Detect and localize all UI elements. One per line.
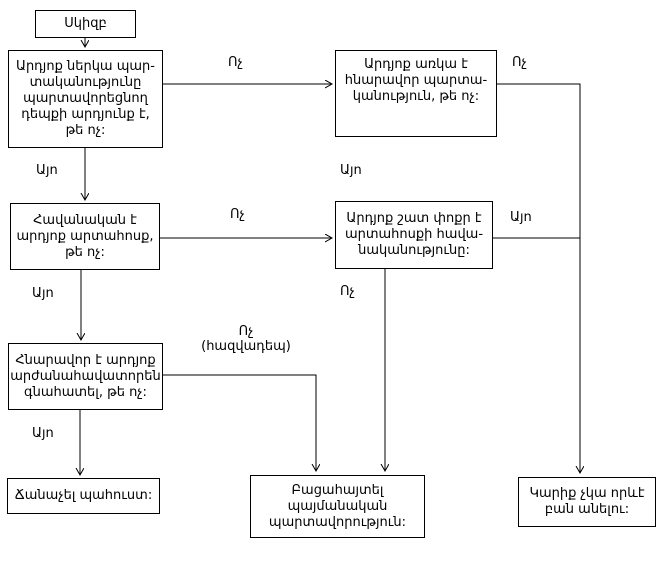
edge-label-no-q1-q2: Ոչ — [228, 55, 243, 70]
node-question-possible-obligation: Արդյոք առկա է հնարավոր պարտա- կանություն… — [335, 50, 497, 137]
edge-label-yes-q1-q3: Այո — [36, 163, 58, 178]
node-question-probable-outflow: Հավանական է արդյոք արտահոսք, թե ոչ: — [10, 203, 160, 270]
edge-label-yes-q5-recognize: Այո — [32, 426, 54, 441]
node-question-present-obligation: Արդյոք ներկա պար- տականությունը պարտավոր… — [8, 50, 163, 148]
edge-label-yes-q4-rail: Այո — [510, 210, 532, 225]
node-start: Սկիզբ — [35, 10, 136, 38]
node-question-reliable-estimate: Հնարավոր է արդյոք արժանահավատորեն գնահատ… — [8, 343, 163, 410]
edge-label-no-q2-rail: Ոչ — [512, 55, 527, 70]
node-disclose-contingent-liability: Բացահայտել պայմանական պարտավորություն: — [250, 475, 425, 538]
edge-q5-no-rare-to-disclose — [163, 374, 316, 471]
edge-label-yes-q2-q4: Այո — [340, 163, 362, 178]
edge-label-no-q3-q4: Ոչ — [230, 207, 245, 222]
edge-label-no-rare-q5-disclose: Ոչ (հազվադեպ) — [201, 324, 291, 354]
node-question-remote-probability: Արդյոք շատ փոքր է արտահոսքի հավա- նականո… — [335, 201, 493, 269]
node-recognize-provision: Ճանաչել պահուստ: — [7, 478, 160, 514]
edge-label-yes-q3-q5: Այո — [32, 286, 54, 301]
node-do-nothing: Կարիք չկա որևէ բան անելու: — [518, 477, 656, 527]
edge-label-no-q4-disclose: Ոչ — [340, 284, 355, 299]
edge-q2-no-to-do-nothing — [497, 83, 580, 473]
